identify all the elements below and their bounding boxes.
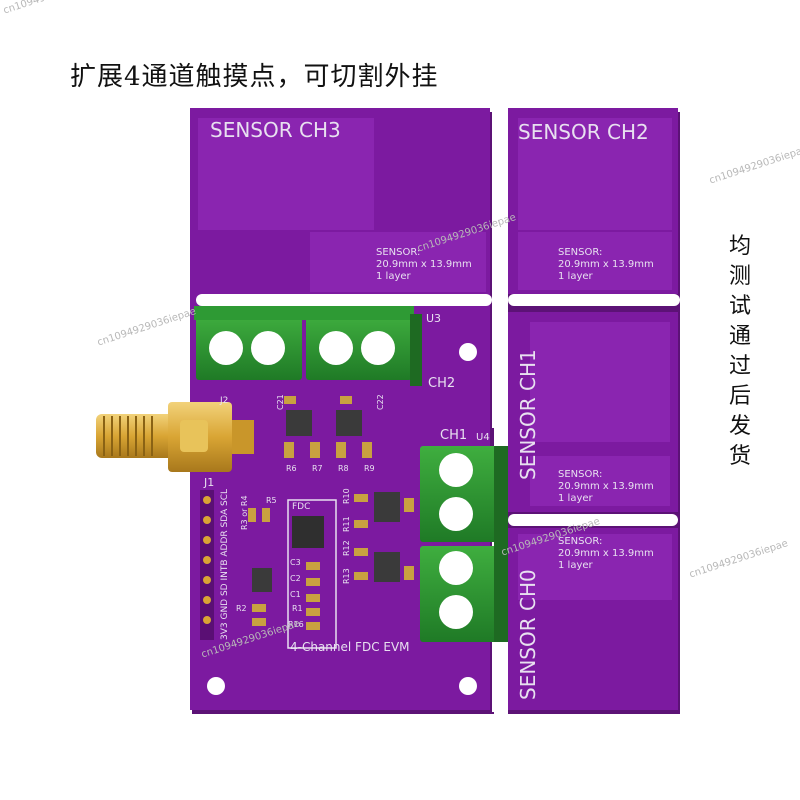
j1-pin-labels: 3V3 GND SD INTB ADDR SDA SCL (220, 488, 230, 640)
u3-label: U3 (426, 312, 442, 325)
sensor-ch3-pad (198, 118, 374, 230)
refdes-c2: C2 (290, 574, 301, 583)
page-title: 扩展4通道触摸点，可切割外挂 (70, 62, 439, 92)
sensor-ch1-label: SENSOR CH1 (516, 349, 540, 480)
sensor-ch0-label: SENSOR CH0 (516, 569, 540, 700)
sensor-spec-size: 20.9mm x 13.9mm (376, 259, 472, 270)
refdes-r5: R5 (266, 496, 277, 505)
sensor-ch2-label: SENSOR CH2 (518, 120, 649, 144)
refdes-r1: R1 (292, 604, 303, 613)
cut-slot-horizontal-lower (508, 514, 678, 526)
side-note-char: 试 (728, 294, 751, 319)
ch2-connector-label: CH2 (428, 376, 456, 391)
inductor-chips (252, 410, 400, 592)
u4-label: U4 (476, 432, 490, 443)
side-note-char: 发 (728, 414, 751, 439)
sensor-spec-ch3: SENSOR: 20.9mm x 13.9mm 1 layer (376, 247, 472, 283)
sensor-ch2-pad-2 (518, 232, 672, 290)
cut-slot-vertical-top (492, 108, 506, 428)
sma-connector (96, 402, 254, 472)
side-note: 均 测 试 通 过 后 发 货 (720, 232, 760, 472)
refdes-r10: R10 (342, 488, 351, 504)
refdes-r7: R7 (312, 464, 323, 473)
sensor-ch2-pad (518, 118, 672, 230)
evm-label: 4-Channel FDC EVM (290, 640, 410, 654)
refdes-r13: R13 (342, 568, 351, 584)
sensor-spec-title: SENSOR: (558, 536, 603, 547)
sensor-spec-ch0: SENSOR: 20.9mm x 13.9mm 1 layer (558, 536, 654, 572)
sensor-spec-title: SENSOR: (558, 247, 603, 258)
sensor-ch3-pad-2 (310, 232, 486, 292)
sensor-spec-size: 20.9mm x 13.9mm (558, 259, 654, 270)
sensor-spec-title: SENSOR: (558, 469, 603, 480)
refdes-c3: C3 (290, 558, 301, 567)
sensor-ch0-pad (518, 534, 672, 600)
refdes-c22: C22 (376, 394, 385, 410)
side-note-char: 均 (728, 234, 751, 259)
sensor-spec-layers: 1 layer (376, 271, 411, 282)
cut-slot-horizontal-right (508, 294, 680, 306)
refdes-c21: C21 (276, 394, 285, 410)
mounting-hole (207, 677, 225, 695)
sensor-spec-size: 20.9mm x 13.9mm (558, 481, 654, 492)
mounting-hole (459, 343, 477, 361)
fdc-ic-label: FDC (292, 502, 311, 512)
refdes-r2: R2 (236, 604, 247, 613)
side-note-char: 测 (728, 264, 751, 289)
sensor-spec-size: 20.9mm x 13.9mm (558, 548, 654, 559)
j1-header (200, 490, 214, 640)
refdes-r6: R6 (286, 464, 297, 473)
side-note-char: 过 (728, 354, 751, 379)
sensor-spec-layers: 1 layer (558, 560, 593, 571)
sensor-spec-title: SENSOR: (376, 247, 421, 258)
side-note-char: 货 (728, 444, 751, 469)
j1-pins (203, 496, 211, 624)
refdes-c1: C1 (290, 590, 301, 599)
side-note-char: 通 (728, 324, 751, 349)
refdes-r9: R9 (364, 464, 375, 473)
sensor-ch1-pad (530, 322, 670, 442)
mounting-hole (459, 677, 477, 695)
refdes-r3r4: R3 or R4 (240, 495, 249, 530)
refdes-r16: R16 (288, 620, 304, 629)
j2-label: J2 (220, 396, 229, 406)
sensor-spec-layers: 1 layer (558, 493, 593, 504)
fdc-ic (292, 516, 324, 548)
sensor-ch3-label: SENSOR CH3 (210, 118, 341, 142)
sensor-spec-ch2: SENSOR: 20.9mm x 13.9mm 1 layer (558, 247, 654, 283)
refdes-r12: R12 (342, 540, 351, 556)
side-note-char: 后 (728, 384, 751, 409)
refdes-r11: R11 (342, 516, 351, 532)
sensor-spec-layers: 1 layer (558, 271, 593, 282)
j1-label: J1 (204, 476, 215, 489)
cut-slot-horizontal-left (196, 294, 492, 306)
sensor-ch1-pad-2 (530, 456, 670, 506)
refdes-r8: R8 (338, 464, 349, 473)
sensor-spec-ch1: SENSOR: 20.9mm x 13.9mm 1 layer (558, 469, 654, 505)
terminal-block-right (420, 446, 508, 642)
terminal-block-top (194, 306, 422, 386)
ch1-connector-label: CH1 (440, 428, 468, 443)
fdc-outline (287, 499, 337, 649)
smd-passives (248, 396, 414, 630)
